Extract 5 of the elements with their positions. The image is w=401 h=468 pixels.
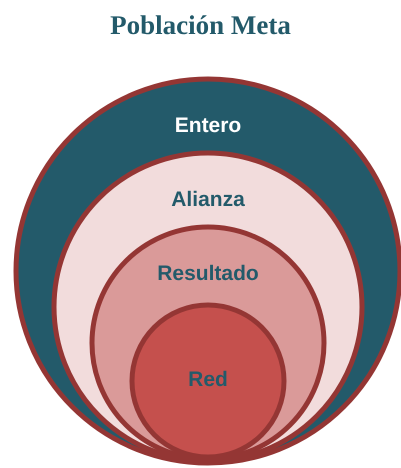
circle-label: Red (187, 368, 229, 392)
title: Población Meta (109, 10, 292, 41)
circle-label: Resultado (156, 262, 260, 286)
circle-label: Alianza (170, 188, 246, 212)
circle-label: Entero (174, 114, 242, 138)
